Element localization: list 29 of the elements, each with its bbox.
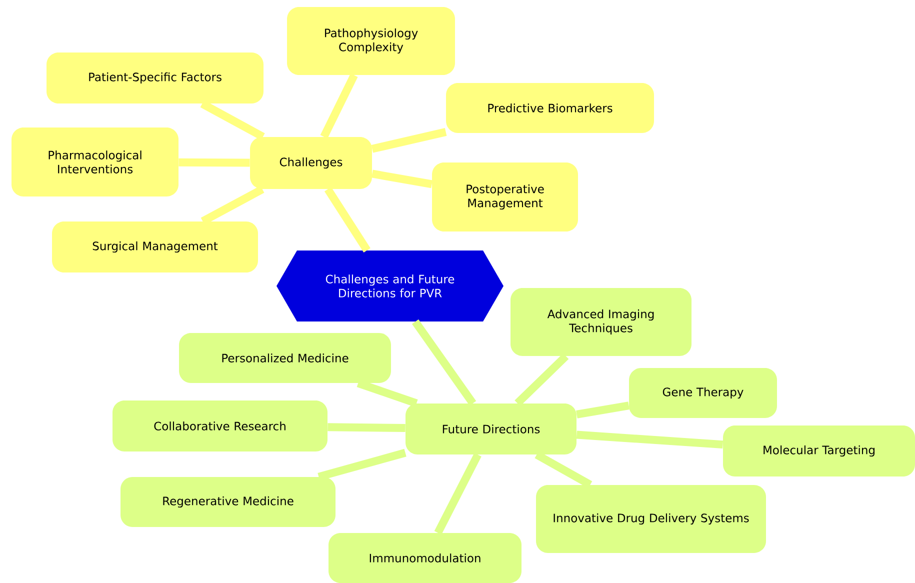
topic-box: Innovative Drug Delivery Systems	[536, 485, 766, 553]
topic-box: Pharmacological Interventions	[12, 128, 178, 196]
connector-line	[318, 448, 406, 481]
topic-box: Predictive Biomarkers	[446, 83, 654, 133]
connector-line	[372, 170, 432, 188]
connector-line	[328, 423, 406, 432]
central-hexagon: Challenges and Future Directions for PVR	[276, 250, 504, 322]
connector-line	[576, 402, 630, 418]
connector-line	[178, 158, 250, 167]
connector-line	[320, 73, 358, 139]
connector-line	[514, 353, 569, 406]
connector-line	[434, 452, 482, 535]
topic-box: Postoperative Management	[432, 162, 578, 232]
topic-box: Patient-Specific Factors	[46, 52, 264, 104]
topic-box: Immunomodulation	[328, 533, 522, 583]
topic-box: Challenges	[250, 137, 372, 189]
connector-line	[324, 187, 370, 252]
topic-box: Surgical Management	[52, 222, 258, 272]
connector-line	[371, 128, 447, 153]
topic-box: Gene Therapy	[629, 368, 777, 418]
topic-box: Regenerative Medicine	[120, 477, 336, 527]
topic-box: Future Directions	[406, 404, 576, 454]
topic-box: Pathophysiology Complexity	[287, 7, 455, 75]
topic-box: Personalized Medicine	[179, 333, 391, 383]
topic-box: Collaborative Research	[112, 400, 328, 452]
topic-box: Molecular Targeting	[723, 426, 915, 476]
topic-box: Advanced Imaging Techniques	[510, 288, 692, 356]
connector-line	[412, 319, 476, 406]
connector-line	[576, 430, 724, 449]
